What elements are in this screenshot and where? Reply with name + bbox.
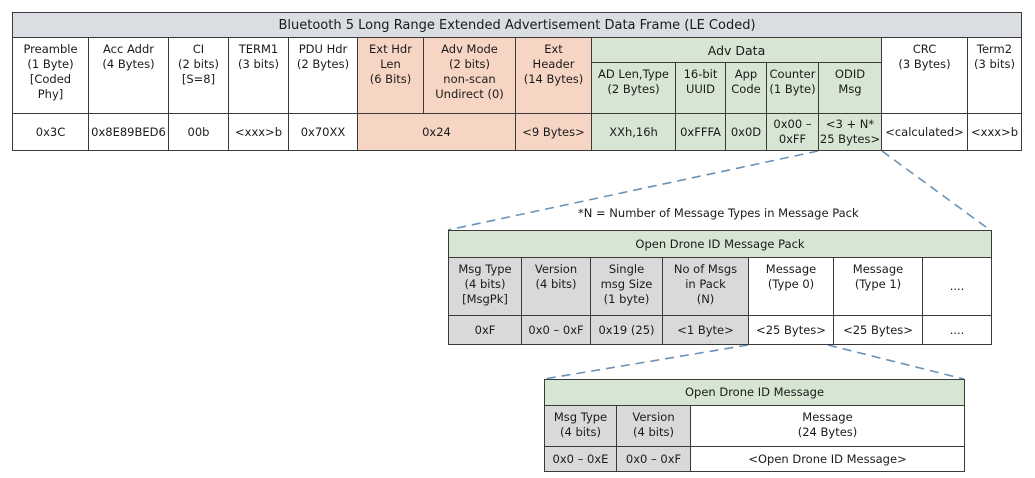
pack-header-message-1: Message (Type 1) <box>833 257 923 316</box>
frame-header-counter: Counter (1 Byte) <box>766 62 819 114</box>
frame-value-term1: <xxx>b <box>228 113 289 151</box>
frame-header-crc: CRC (3 Bytes) <box>881 37 968 114</box>
frame-value-ext-hdr-adv: 0x24 <box>357 113 516 151</box>
message-value-message: <Open Drone ID Message> <box>690 446 965 472</box>
pack-header-single-size: Single msg Size (1 byte) <box>590 257 663 316</box>
pack-header-no-msgs: No of Msgs in Pack (N) <box>662 257 749 316</box>
frame-value-ext-header: <9 Bytes> <box>515 113 592 151</box>
frame-value-pdu-hdr: 0x70XX <box>288 113 358 151</box>
pack-header-more: .... <box>922 257 992 316</box>
pack-value-message-1: <25 Bytes> <box>833 315 923 345</box>
frame-header-adv-data: Adv Data <box>591 37 882 63</box>
frame-header-preamble: Preamble (1 Byte) [Coded Phy] <box>12 37 89 114</box>
pack-value-msg-type: 0xF <box>448 315 522 345</box>
frame-value-uuid: 0xFFFA <box>675 113 726 151</box>
frame-value-term2: <xxx>b <box>967 113 1022 151</box>
frame-header-uuid: 16-bit UUID <box>675 62 726 114</box>
frame-header-app-code: App Code <box>725 62 767 114</box>
pack-header-version: Version (4 bits) <box>521 257 591 316</box>
pack-title: Open Drone ID Message Pack <box>448 230 992 258</box>
frame-header-ci: CI (2 bits) [S=8] <box>168 37 229 114</box>
pack-value-message-0: <25 Bytes> <box>748 315 834 345</box>
frame-header-ext-hdr-len: Ext Hdr Len (6 Bits) <box>357 37 424 114</box>
pack-value-single-size: 0x19 (25) <box>590 315 663 345</box>
message-header-version: Version (4 bits) <box>616 405 691 447</box>
frame-value-counter: 0x00 – 0xFF <box>766 113 819 151</box>
message-title: Open Drone ID Message <box>544 379 965 406</box>
frame-value-acc-addr: 0x8E89BED6 <box>88 113 169 151</box>
frame-value-ad-len-type: XXh,16h <box>591 113 676 151</box>
frame-value-preamble: 0x3C <box>12 113 89 151</box>
frame-header-acc-addr: Acc Addr (4 Bytes) <box>88 37 169 114</box>
pack-header-msg-type: Msg Type (4 bits) [MsgPk] <box>448 257 522 316</box>
pack-value-more: .... <box>922 315 992 345</box>
frame-value-crc: <calculated> <box>881 113 968 151</box>
frame-header-ext-header: Ext Header (14 Bytes) <box>515 37 592 114</box>
pack-value-no-msgs: <1 Byte> <box>662 315 749 345</box>
message-value-msg-type: 0x0 – 0xE <box>544 446 617 472</box>
message-header-msg-type: Msg Type (4 bits) <box>544 405 617 447</box>
footnote: *N = Number of Message Types in Message … <box>578 206 859 220</box>
frame-header-term2: Term2 (3 bits) <box>967 37 1022 114</box>
message-value-version: 0x0 – 0xF <box>616 446 691 472</box>
frame-value-ci: 00b <box>168 113 229 151</box>
frame-title: Bluetooth 5 Long Range Extended Advertis… <box>12 12 1022 38</box>
frame-value-odid-msg: <3 + N* 25 Bytes> <box>818 113 882 151</box>
frame-header-pdu-hdr: PDU Hdr (2 Bytes) <box>288 37 358 114</box>
frame-header-adv-mode: Adv Mode (2 bits) non-scan Undirect (0) <box>423 37 516 114</box>
frame-header-ad-len-type: AD Len,Type (2 Bytes) <box>591 62 676 114</box>
pack-value-version: 0x0 – 0xF <box>521 315 591 345</box>
frame-header-odid-msg: ODID Msg <box>818 62 882 114</box>
pack-header-message-0: Message (Type 0) <box>748 257 834 316</box>
frame-value-app-code: 0x0D <box>725 113 767 151</box>
frame-header-term1: TERM1 (3 bits) <box>228 37 289 114</box>
message-header-message: Message (24 Bytes) <box>690 405 965 447</box>
